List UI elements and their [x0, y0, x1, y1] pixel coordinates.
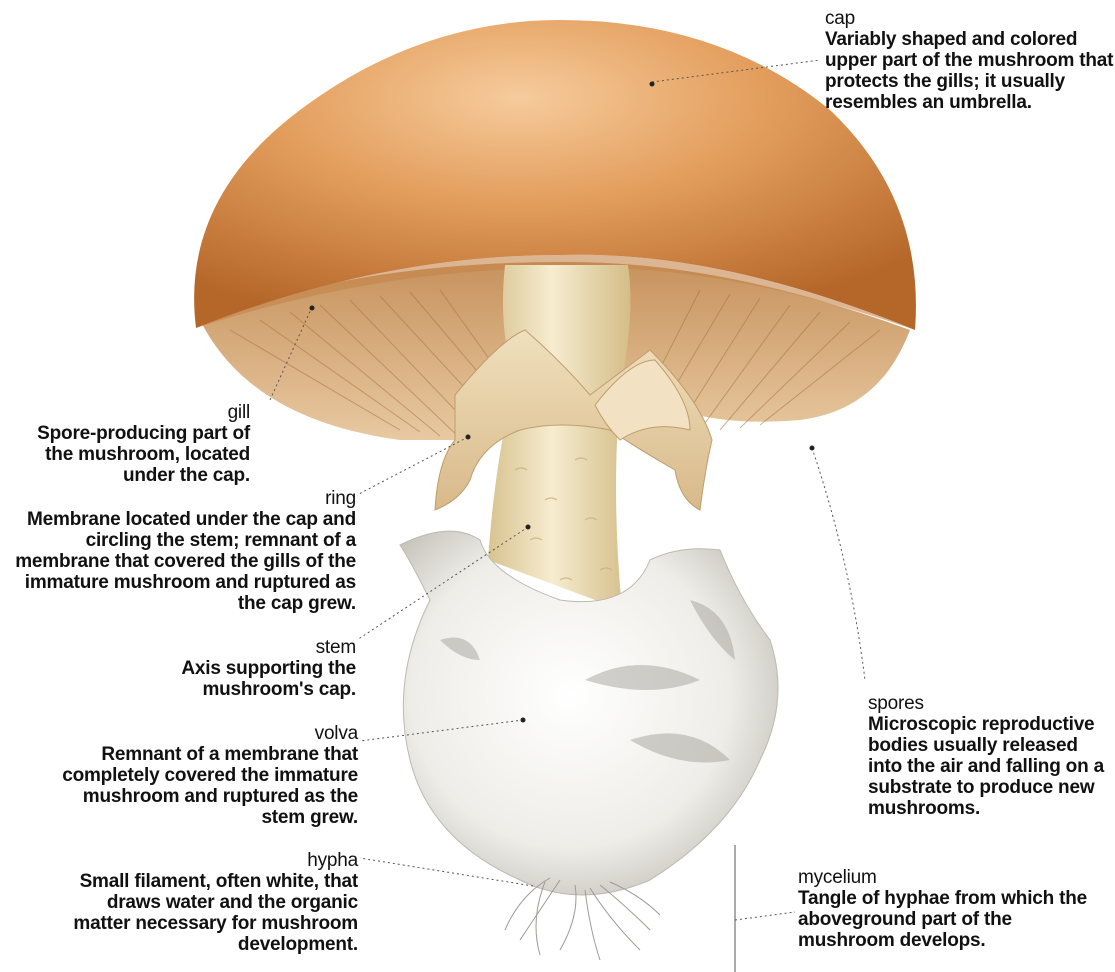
- stem-shape: [488, 265, 630, 610]
- label-volva: volva Remnant of a membrane that complet…: [40, 723, 358, 828]
- cap-marker: [650, 82, 655, 87]
- gill-term: gill: [20, 402, 250, 423]
- label-mycelium: mycelium Tangle of hyphae from which the…: [798, 867, 1098, 951]
- gill-desc: Spore-producing part of the mushroom, lo…: [20, 423, 250, 486]
- volva-desc: Remnant of a membrane that completely co…: [40, 744, 358, 828]
- cap-term: cap: [825, 8, 1115, 29]
- mycelium-desc: Tangle of hyphae from which the abovegro…: [798, 888, 1098, 951]
- mycelium-term: mycelium: [798, 867, 1098, 888]
- label-spores: spores Microscopic reproductive bodies u…: [868, 693, 1115, 819]
- ring-marker: [466, 435, 471, 440]
- hypha-term: hypha: [60, 850, 358, 871]
- spores-desc: Microscopic reproductive bodies usually …: [868, 714, 1115, 819]
- label-ring: ring Membrane located under the cap and …: [0, 488, 356, 614]
- spores-marker: [810, 446, 815, 451]
- gill-marker: [310, 306, 315, 311]
- hypha-desc: Small filament, often white, that draws …: [60, 871, 358, 955]
- label-gill: gill Spore-producing part of the mushroo…: [20, 402, 250, 486]
- volva-marker: [521, 718, 526, 723]
- cap-desc: Variably shaped and colored upper part o…: [825, 29, 1115, 113]
- stem-desc: Axis supporting the mushroom's cap.: [170, 658, 356, 700]
- volva-term: volva: [40, 723, 358, 744]
- stem-marker: [526, 525, 531, 530]
- spores-term: spores: [868, 693, 1115, 714]
- ring-desc: Membrane located under the cap and circl…: [0, 509, 356, 614]
- label-hypha: hypha Small filament, often white, that …: [60, 850, 358, 955]
- leader-spores: [812, 448, 865, 680]
- stem-term: stem: [170, 637, 356, 658]
- leader-mycelium: [735, 912, 795, 920]
- label-cap: cap Variably shaped and colored upper pa…: [825, 8, 1115, 113]
- label-stem: stem Axis supporting the mushroom's cap.: [170, 637, 356, 700]
- ring-term: ring: [0, 488, 356, 509]
